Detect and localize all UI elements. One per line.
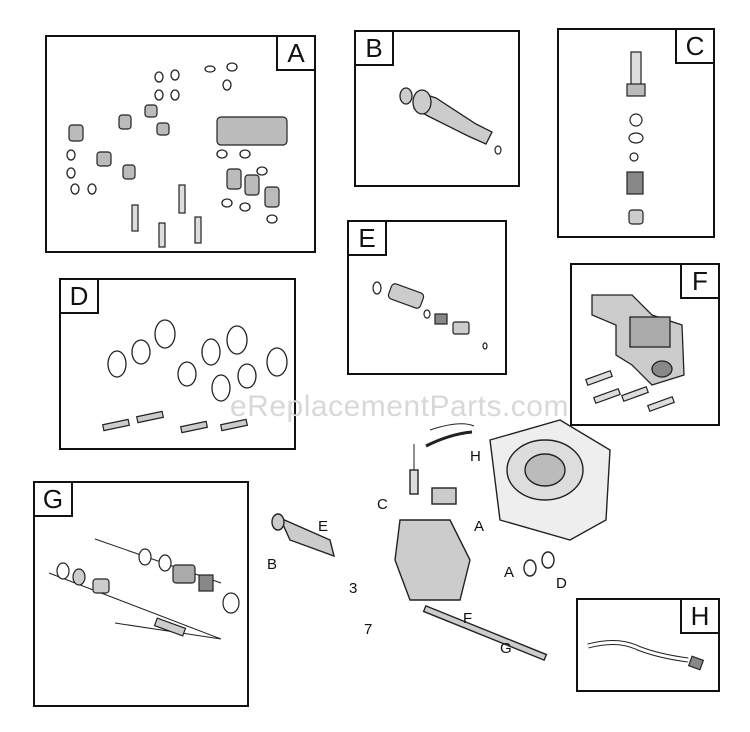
panel-b-parts-drawing: [399, 87, 502, 155]
callout-g: G: [500, 640, 512, 657]
callout-d: D: [556, 575, 567, 592]
panel-b: B: [354, 30, 520, 187]
panel-c-label: C: [675, 30, 713, 64]
panel-a-label: A: [276, 37, 314, 71]
panel-g-label: G: [35, 483, 73, 517]
panel-f-label: F: [680, 265, 718, 299]
callout-f: F: [463, 610, 473, 627]
panel-f: F: [570, 263, 720, 426]
callout-c: C: [377, 496, 388, 513]
panel-e: E: [347, 220, 507, 375]
callout-a: A: [474, 518, 485, 535]
panel-h: H: [576, 598, 720, 692]
callout-b: B: [267, 556, 278, 573]
panel-c: C: [557, 28, 715, 238]
panel-e-parts-drawing: [372, 281, 488, 350]
panel-a: A: [45, 35, 316, 253]
panel-h-parts-drawing: [587, 640, 705, 671]
panel-e-label: E: [349, 222, 387, 256]
panel-g-parts-drawing: [48, 538, 240, 640]
panel-a-parts-drawing: [66, 62, 288, 248]
callout-h: H: [470, 448, 481, 465]
panel-d: D: [59, 278, 296, 450]
panel-c-parts-drawing: [626, 51, 646, 225]
panel-h-label: H: [680, 600, 718, 634]
callout-3: 3: [349, 580, 358, 597]
panel-f-parts-drawing: [584, 294, 685, 413]
callout-e: E: [318, 518, 329, 535]
panel-d-label: D: [61, 280, 99, 314]
panel-g: G: [33, 481, 249, 707]
panel-d-parts-drawing: [101, 319, 288, 434]
panel-b-label: B: [356, 32, 394, 66]
callout-a2: A: [504, 564, 515, 581]
callout-7: 7: [364, 621, 373, 638]
